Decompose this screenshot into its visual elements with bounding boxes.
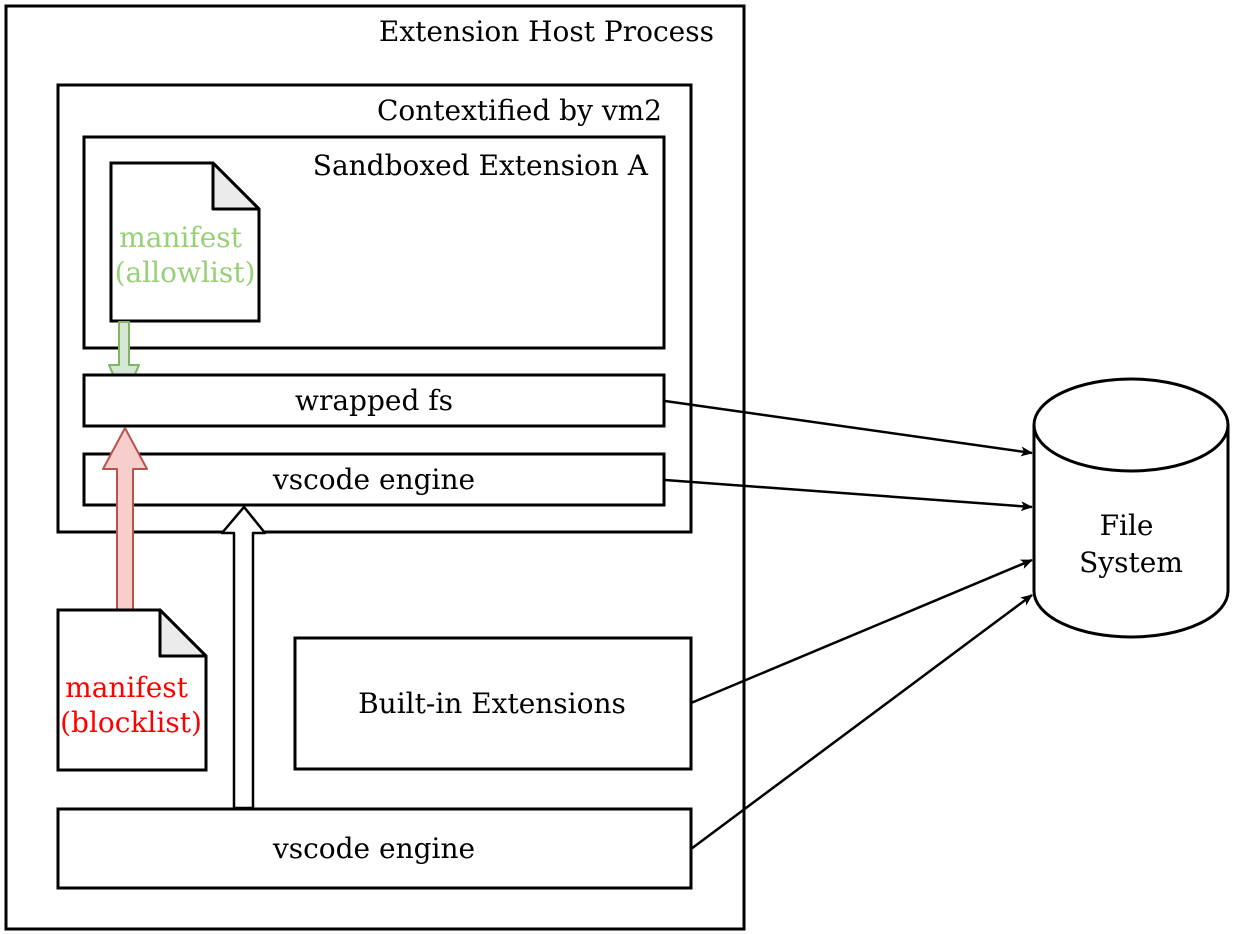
edge-builtin-to-file-system xyxy=(690,558,1033,705)
vscode-engine-inner-box xyxy=(82,452,666,507)
manifest-allowlist-line2: (allowlist) xyxy=(115,256,256,289)
file-system-cylinder xyxy=(1032,377,1230,639)
file-system-line1: File xyxy=(1100,509,1154,542)
builtin-extensions-box xyxy=(293,636,693,771)
contextified-label: Contextified by vm2 xyxy=(377,94,662,127)
edge-inner-engine-to-file-system xyxy=(664,478,1033,512)
manifest-blocklist-line2: (blocklist) xyxy=(60,706,202,739)
edge-outer-engine-to-file-system xyxy=(690,593,1033,851)
manifest-blocklist-line1: manifest xyxy=(65,671,189,704)
wrapped-fs-label: wrapped fs xyxy=(295,384,453,417)
sandboxed-extension-label: Sandboxed Extension A xyxy=(313,149,649,182)
builtin-extensions-label: Built-in Extensions xyxy=(358,687,626,720)
vscode-engine-outer-label: vscode engine xyxy=(272,832,475,865)
blocklist-arrow xyxy=(102,427,148,611)
manifest-blocklist-text: manifest (blocklist) xyxy=(60,671,202,739)
file-system-label: File System xyxy=(1079,509,1183,579)
manifest-allowlist-line1: manifest xyxy=(119,221,243,254)
manifest-allowlist-text: manifest (allowlist) xyxy=(115,221,256,289)
extension-host-label: Extension Host Process xyxy=(379,15,714,48)
edge-wrapped-fs-to-file-system xyxy=(664,399,1033,457)
manifest-blocklist-fold xyxy=(158,608,208,658)
engine-hollow-arrow xyxy=(220,505,267,810)
manifest-allowlist-fold xyxy=(211,161,261,211)
wrapped-fs-box xyxy=(82,373,666,428)
file-system-line2: System xyxy=(1079,546,1183,579)
vscode-engine-inner-label: vscode engine xyxy=(272,463,475,496)
